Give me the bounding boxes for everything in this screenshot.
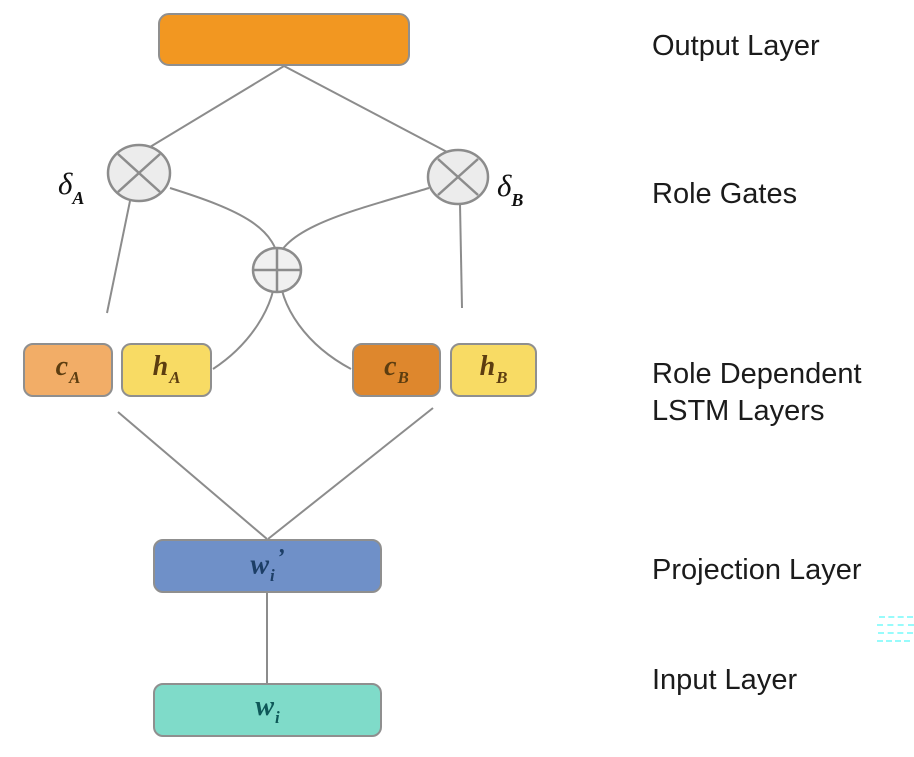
output-layer-annotation: Output Layer bbox=[652, 30, 820, 62]
lstm-annotation-line1: Role Dependent bbox=[652, 358, 862, 390]
role-gates-annotation: Role Gates bbox=[652, 178, 798, 210]
edge-gate-b-curve bbox=[212, 187, 430, 370]
projection-layer-box: wi’ bbox=[153, 539, 382, 593]
multiply-gate-a-icon bbox=[106, 143, 172, 203]
cyan-artifact bbox=[877, 616, 914, 650]
hidden-state-b-label: hB bbox=[479, 351, 508, 387]
input-layer-annotation: Input Layer bbox=[652, 664, 798, 696]
projection-layer-symbol: wi’ bbox=[250, 545, 285, 586]
hidden-state-a-label: hA bbox=[152, 351, 181, 387]
lstm-layers-annotation: Role Dependent LSTM Layers bbox=[652, 356, 862, 430]
delta-a-label: δA bbox=[58, 166, 85, 208]
edge-lstm-b-to-projection bbox=[267, 407, 434, 540]
delta-b-label: δB bbox=[497, 168, 524, 210]
edge-output-to-gate-a bbox=[149, 65, 285, 148]
lstm-annotation-line2: LSTM Layers bbox=[652, 395, 825, 427]
input-layer-box: wi bbox=[153, 683, 382, 737]
multiply-gate-b-icon bbox=[426, 148, 490, 206]
add-node-icon bbox=[251, 246, 303, 294]
edge-output-to-gate-b bbox=[283, 65, 450, 154]
cell-state-b-box: cB bbox=[352, 343, 441, 397]
input-layer-symbol: wi bbox=[255, 691, 280, 727]
edge-lstm-a-to-projection bbox=[117, 411, 268, 540]
cell-state-a-box: cA bbox=[23, 343, 113, 397]
hidden-state-b-box: hB bbox=[450, 343, 537, 397]
edge-gate-b-to-lstm-b bbox=[459, 203, 463, 309]
hidden-state-a-box: hA bbox=[121, 343, 212, 397]
output-layer-box bbox=[158, 13, 410, 66]
cell-state-a-label: cA bbox=[55, 351, 81, 387]
cell-state-b-label: cB bbox=[384, 351, 409, 387]
projection-layer-annotation: Projection Layer bbox=[652, 554, 862, 586]
edge-gate-a-to-lstm-a bbox=[106, 200, 131, 314]
